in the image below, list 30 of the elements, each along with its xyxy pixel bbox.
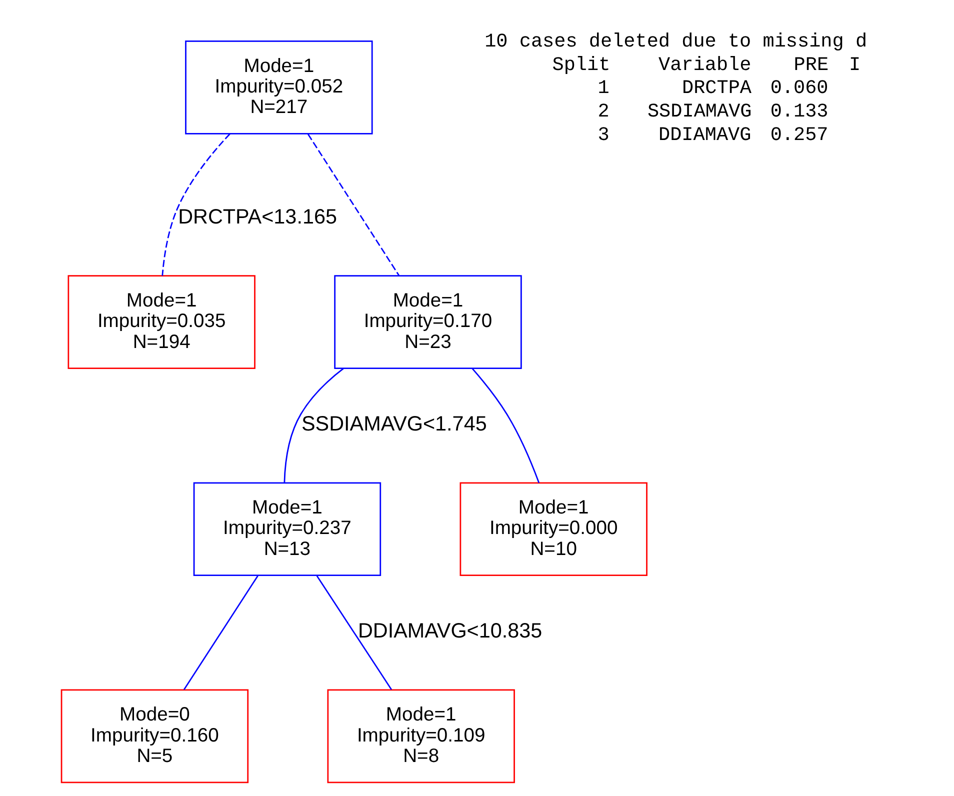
node-box: Mode=1 Impurity=0.237 N=13 xyxy=(193,482,382,576)
connector xyxy=(284,368,344,483)
connector xyxy=(307,134,400,276)
label: 10 cases deleted due to missing d xyxy=(484,30,868,52)
node-box: Mode=1 Impurity=0.170 N=23 xyxy=(334,275,522,370)
node-box: Mode=1 Impurity=0.035 N=194 xyxy=(68,275,256,370)
connector xyxy=(162,133,230,276)
connector xyxy=(183,575,258,690)
label: PRE xyxy=(794,54,829,76)
label: SSDIAMAVG xyxy=(647,100,752,123)
label: 3 xyxy=(598,124,610,146)
label: 1 xyxy=(598,77,610,100)
label: 0.257 xyxy=(770,124,828,146)
node-box: Mode=1 Impurity=0.052 N=217 xyxy=(185,40,373,134)
label: Variable xyxy=(658,54,752,76)
connector xyxy=(472,368,540,484)
edge-label: DRCTPA<13.165 xyxy=(178,205,337,228)
node-box: Mode=0 Impurity=0.160 N=5 xyxy=(60,689,249,784)
node-box: Mode=1 Impurity=0.109 N=8 xyxy=(327,689,515,784)
label: Split xyxy=(552,54,610,76)
label: 0.133 xyxy=(770,100,828,123)
label: DDIAMAVG xyxy=(658,124,752,146)
connector xyxy=(316,575,392,690)
edge-label: SSDIAMAVG<1.745 xyxy=(302,412,487,436)
label: 2 xyxy=(598,100,610,123)
label: 0.060 xyxy=(770,77,828,100)
edge-label: DDIAMAVG<10.835 xyxy=(358,619,542,642)
label: DRCTPA xyxy=(682,77,752,100)
node-box: Mode=1 Impurity=0.000 N=10 xyxy=(460,482,648,576)
label: I xyxy=(849,54,861,76)
